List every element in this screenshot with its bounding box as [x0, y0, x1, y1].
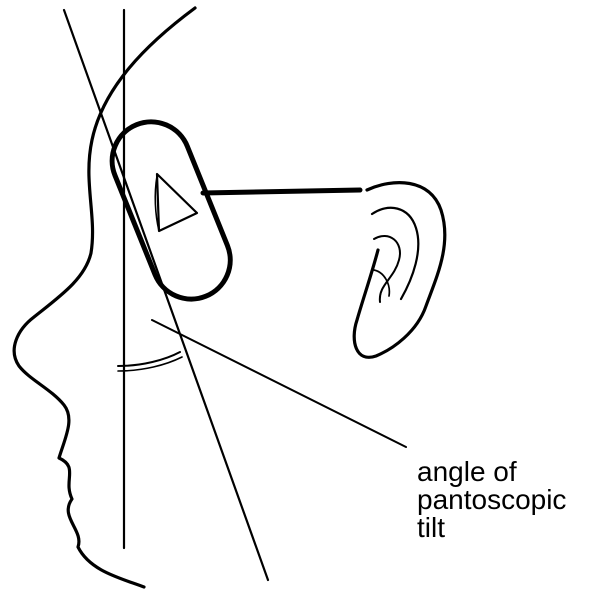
- angle-of-pantoscopic-tilt-label: angle of pantoscopic tilt: [417, 458, 597, 542]
- label-line-1: angle of: [417, 458, 597, 486]
- glasses-temple-arm: [203, 190, 360, 193]
- eye-outline: [157, 174, 197, 231]
- label-line-2: pantoscopic: [417, 486, 597, 514]
- angle-arc-inner: [118, 357, 182, 371]
- angle-arc: [118, 352, 180, 366]
- label-line-3: tilt: [417, 514, 597, 542]
- label-leader-line: [152, 320, 406, 447]
- eyeglass-lens-frame: [100, 110, 242, 311]
- ear-inner-fold: [372, 208, 418, 299]
- tilted-lens-reference-line: [64, 10, 268, 580]
- ear-inner-curve: [374, 236, 400, 302]
